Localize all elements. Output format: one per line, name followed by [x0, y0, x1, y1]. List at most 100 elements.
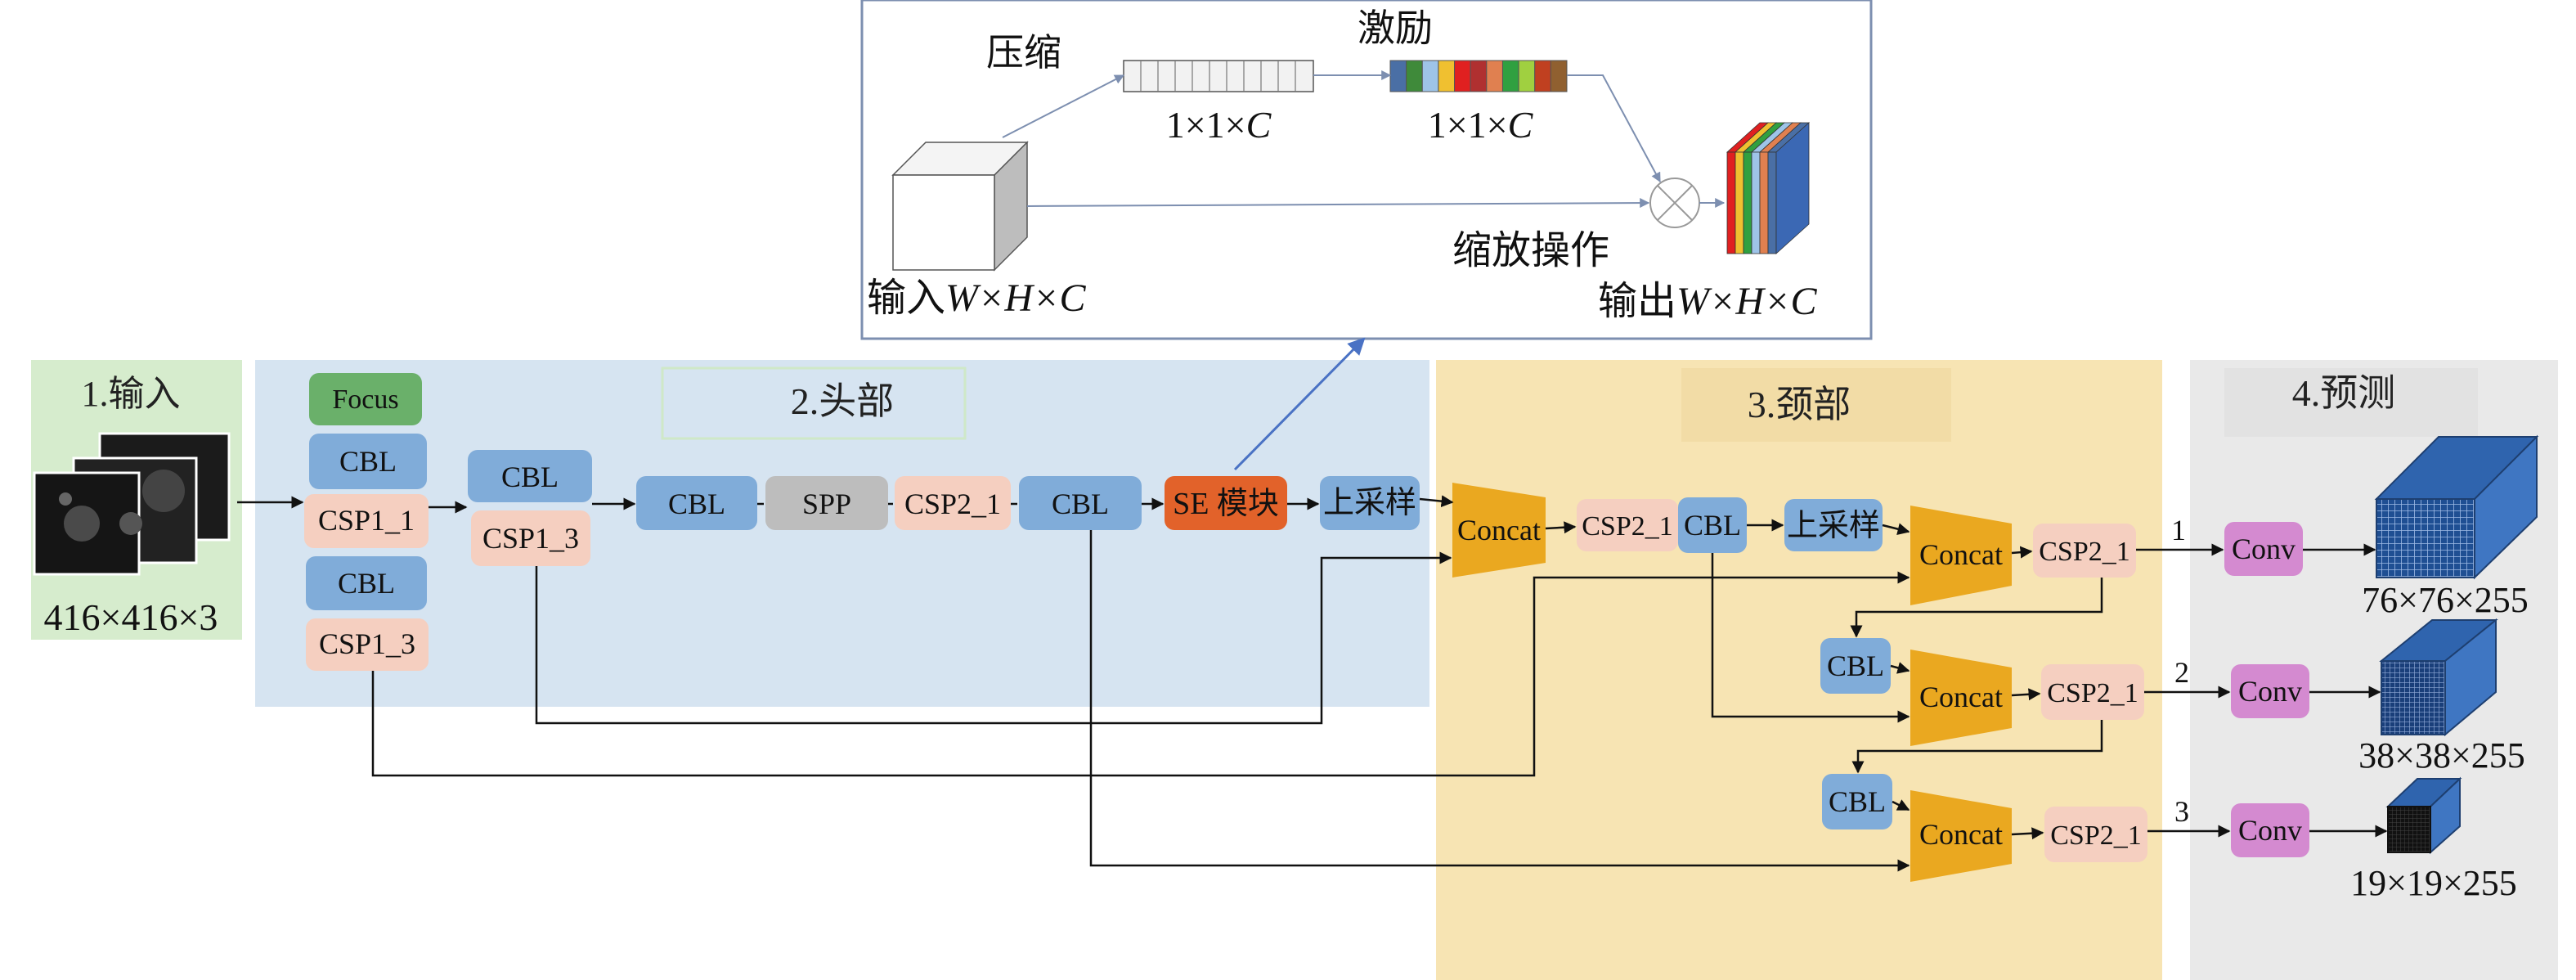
se-excitation-label: 激励 [1358, 7, 1433, 49]
output-cube-medium [2379, 618, 2498, 737]
output-slab [1743, 151, 1752, 254]
svg-text:CBL: CBL [1827, 650, 1884, 682]
csp1-1-block: CSP1_1 [304, 494, 429, 548]
neck-title-box [1681, 368, 1951, 442]
input-size-label: 416×416×3 [44, 596, 218, 638]
output-cube-large [2374, 434, 2539, 580]
svg-text:CSP2_1: CSP2_1 [1582, 511, 1673, 542]
cbl-block-2: CBL [306, 556, 427, 610]
cbl-block-5: CBL [1019, 476, 1142, 530]
csp1-3-block-b: CSP1_3 [471, 510, 590, 566]
excitation-cell [1454, 60, 1471, 92]
section-title-neck: 3.颈部 [1748, 384, 1851, 425]
csp2-1-block-neck-4: CSP2_1 [2044, 807, 2147, 862]
se-squeeze-dim: 1×1×C [1166, 104, 1272, 146]
svg-text:Conv: Conv [2238, 814, 2302, 847]
se-input-label: 输入W×H×C [867, 276, 1086, 320]
excitation-cell [1406, 60, 1423, 92]
excitation-cell [1501, 60, 1519, 92]
svg-text:CBL: CBL [1684, 509, 1741, 542]
csp2-1-block-head: CSP2_1 [895, 476, 1011, 530]
section-title-input: 1.输入 [82, 374, 181, 414]
svg-text:CBL: CBL [501, 461, 559, 493]
excitation-cell [1438, 60, 1456, 92]
svg-text:CSP1_3: CSP1_3 [482, 522, 579, 555]
concat-block-4: Concat [1910, 790, 2012, 882]
excitation-cell [1389, 60, 1407, 92]
cbl-block-1: CBL [309, 434, 427, 489]
scale-multiply-icon [1649, 178, 1700, 228]
csp2-1-block-neck-2: CSP2_1 [2033, 524, 2136, 578]
se-output-cube [1726, 122, 1811, 254]
svg-text:CBL: CBL [1052, 488, 1109, 520]
cbl-block-neck-2: CBL [1820, 638, 1891, 694]
svg-text:Concat: Concat [1919, 818, 2003, 851]
focus-block: Focus [309, 373, 422, 425]
excitation-cell [1534, 60, 1551, 92]
section-title-head: 2.头部 [791, 380, 895, 422]
cbl-block-4: CBL [636, 476, 757, 530]
csp1-3-block-a: CSP1_3 [306, 618, 429, 671]
svg-text:SE 模块: SE 模块 [1173, 487, 1279, 521]
csp2-1-block-neck-3: CSP2_1 [2041, 664, 2144, 720]
excitation-cell [1421, 60, 1439, 92]
svg-text:CBL: CBL [339, 445, 397, 478]
excitation-cell [1518, 60, 1536, 92]
se-excitation-bar [1389, 60, 1568, 92]
se-squeeze-label: 压缩 [986, 32, 1061, 74]
svg-text:上采样: 上采样 [1787, 509, 1880, 543]
input-images [33, 432, 231, 576]
svg-text:CSP2_1: CSP2_1 [904, 488, 1001, 520]
output-slab [1767, 151, 1777, 254]
cbl-block-neck-1: CBL [1678, 497, 1747, 553]
excitation-cell [1470, 60, 1488, 92]
upsample-block-1: 上采样 [1320, 476, 1420, 530]
conv-block-3: Conv [2231, 803, 2309, 857]
conv-block-1: Conv [2224, 522, 2303, 576]
output-slab-side [1775, 122, 1810, 254]
excitation-cell [1550, 60, 1568, 92]
predict-title-box [2224, 368, 2478, 437]
neck-panel [1436, 360, 2162, 980]
svg-text:SPP: SPP [802, 488, 851, 520]
se-input-cube [891, 141, 1029, 272]
branch-index-2: 2 [2174, 656, 2189, 689]
svg-text:CBL: CBL [338, 567, 395, 600]
se-scale-label: 缩放操作 [1452, 229, 1609, 272]
upsample-block-2: 上采样 [1784, 499, 1883, 551]
concat-block-2: Concat [1910, 506, 2012, 605]
excitation-cell [1486, 60, 1503, 92]
cbl-block-neck-3: CBL [1822, 774, 1892, 829]
cbl-block-3: CBL [468, 450, 592, 502]
svg-text:Focus: Focus [332, 384, 398, 415]
se-squeeze-bar [1123, 60, 1314, 92]
svg-text:CSP2_1: CSP2_1 [2050, 820, 2142, 851]
se-module-block: SE 模块 [1165, 476, 1287, 530]
svg-text:Conv: Conv [2232, 533, 2296, 565]
svg-text:CSP2_1: CSP2_1 [2047, 678, 2138, 708]
se-detail-box [860, 0, 1873, 340]
svg-text:CBL: CBL [1829, 785, 1886, 818]
section-title-predict: 4.预测 [2292, 372, 2396, 414]
output-size-1: 76×76×255 [2362, 580, 2529, 620]
spp-block: SPP [765, 476, 888, 530]
branch-index-3: 3 [2174, 795, 2189, 828]
svg-text:上采样: 上采样 [1323, 486, 1416, 520]
output-size-3: 19×19×255 [2350, 863, 2517, 903]
output-slab [1726, 151, 1736, 254]
se-excitation-dim: 1×1×C [1428, 104, 1534, 146]
svg-text:Conv: Conv [2238, 675, 2302, 708]
output-slab [1751, 151, 1761, 254]
svg-text:Concat: Concat [1919, 538, 2003, 571]
concat-block-3: Concat [1910, 650, 2012, 746]
output-cube-small [2385, 776, 2462, 855]
head-panel [255, 360, 1429, 707]
svg-text:Concat: Concat [1919, 681, 2003, 713]
branch-index-1: 1 [2171, 514, 2186, 546]
output-size-2: 38×38×255 [2358, 735, 2525, 775]
csp2-1-block-neck-1: CSP2_1 [1577, 499, 1678, 551]
conv-block-2: Conv [2231, 664, 2309, 718]
concat-block-1: Concat [1452, 483, 1546, 578]
output-slab [1735, 151, 1744, 254]
se-output-label: 输出W×H×C [1598, 280, 1817, 323]
